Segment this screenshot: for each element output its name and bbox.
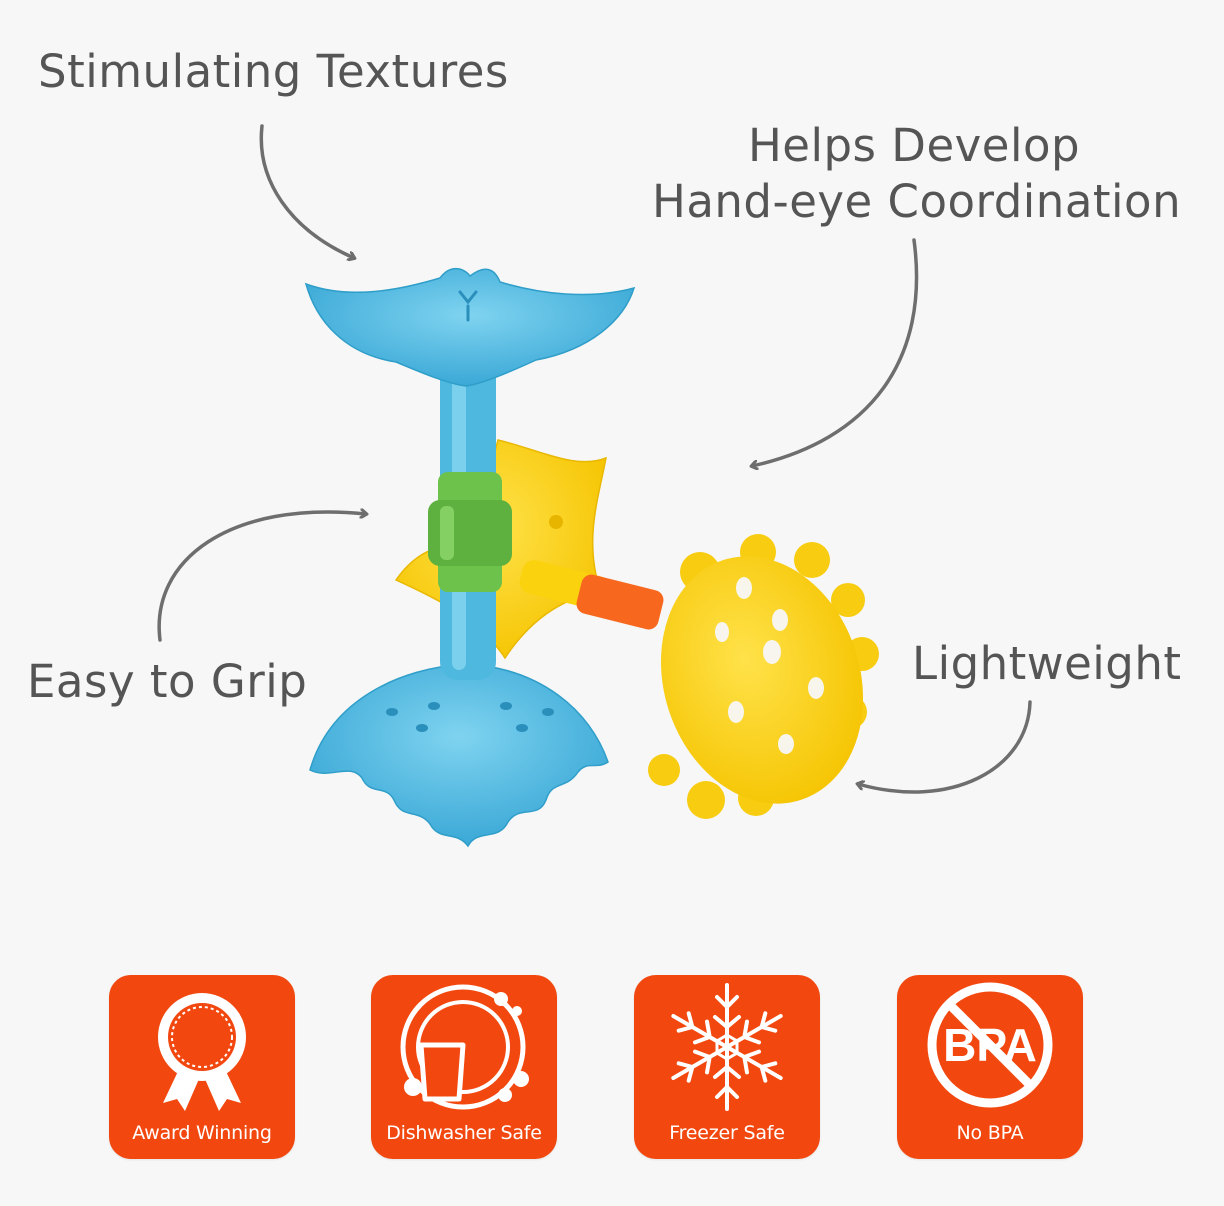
product-illustration: [157, 124, 1032, 848]
dishwasher-icon: [400, 984, 529, 1110]
snowflake-icon: [665, 983, 789, 1111]
arrow-grip: [157, 512, 366, 642]
teether-orange-connector: [519, 560, 664, 630]
badge-dishwasher-safe: Dishwasher Safe: [371, 975, 557, 1159]
badge-bpa-label: No BPA: [956, 1122, 1024, 1144]
badge-no-bpa: BPA No BPA: [897, 975, 1083, 1159]
teether-yellow-wheel: [648, 534, 879, 819]
teether-blue-star-top: [304, 268, 636, 387]
callout-lightweight: Lightweight: [912, 637, 1182, 690]
badge-freezer-label: Freezer Safe: [669, 1122, 785, 1144]
badge-freezer-safe: Freezer Safe: [634, 975, 820, 1159]
arrow-textures: [259, 124, 354, 258]
callout-coordination-line2: Hand-eye Coordination: [652, 175, 1182, 228]
arrow-coordination: [752, 238, 919, 466]
badge-award-label: Award Winning: [132, 1122, 272, 1144]
callout-easy-to-grip: Easy to Grip: [27, 655, 308, 708]
teether-blue-base: [309, 663, 609, 848]
badge-dishwasher-label: Dishwasher Safe: [386, 1122, 542, 1144]
callout-hand-eye-coordination: Helps Develop Hand-eye Coordination: [652, 118, 1182, 230]
award-ribbon-icon: [158, 993, 246, 1111]
no-bpa-icon: BPA: [927, 982, 1053, 1108]
callout-stimulating-textures: Stimulating Textures: [38, 45, 509, 98]
badge-award-winning: Award Winning: [109, 975, 295, 1159]
callout-coordination-line1: Helps Develop: [747, 119, 1081, 172]
teether-green-collar: [428, 472, 512, 592]
arrow-lightweight: [858, 700, 1032, 794]
